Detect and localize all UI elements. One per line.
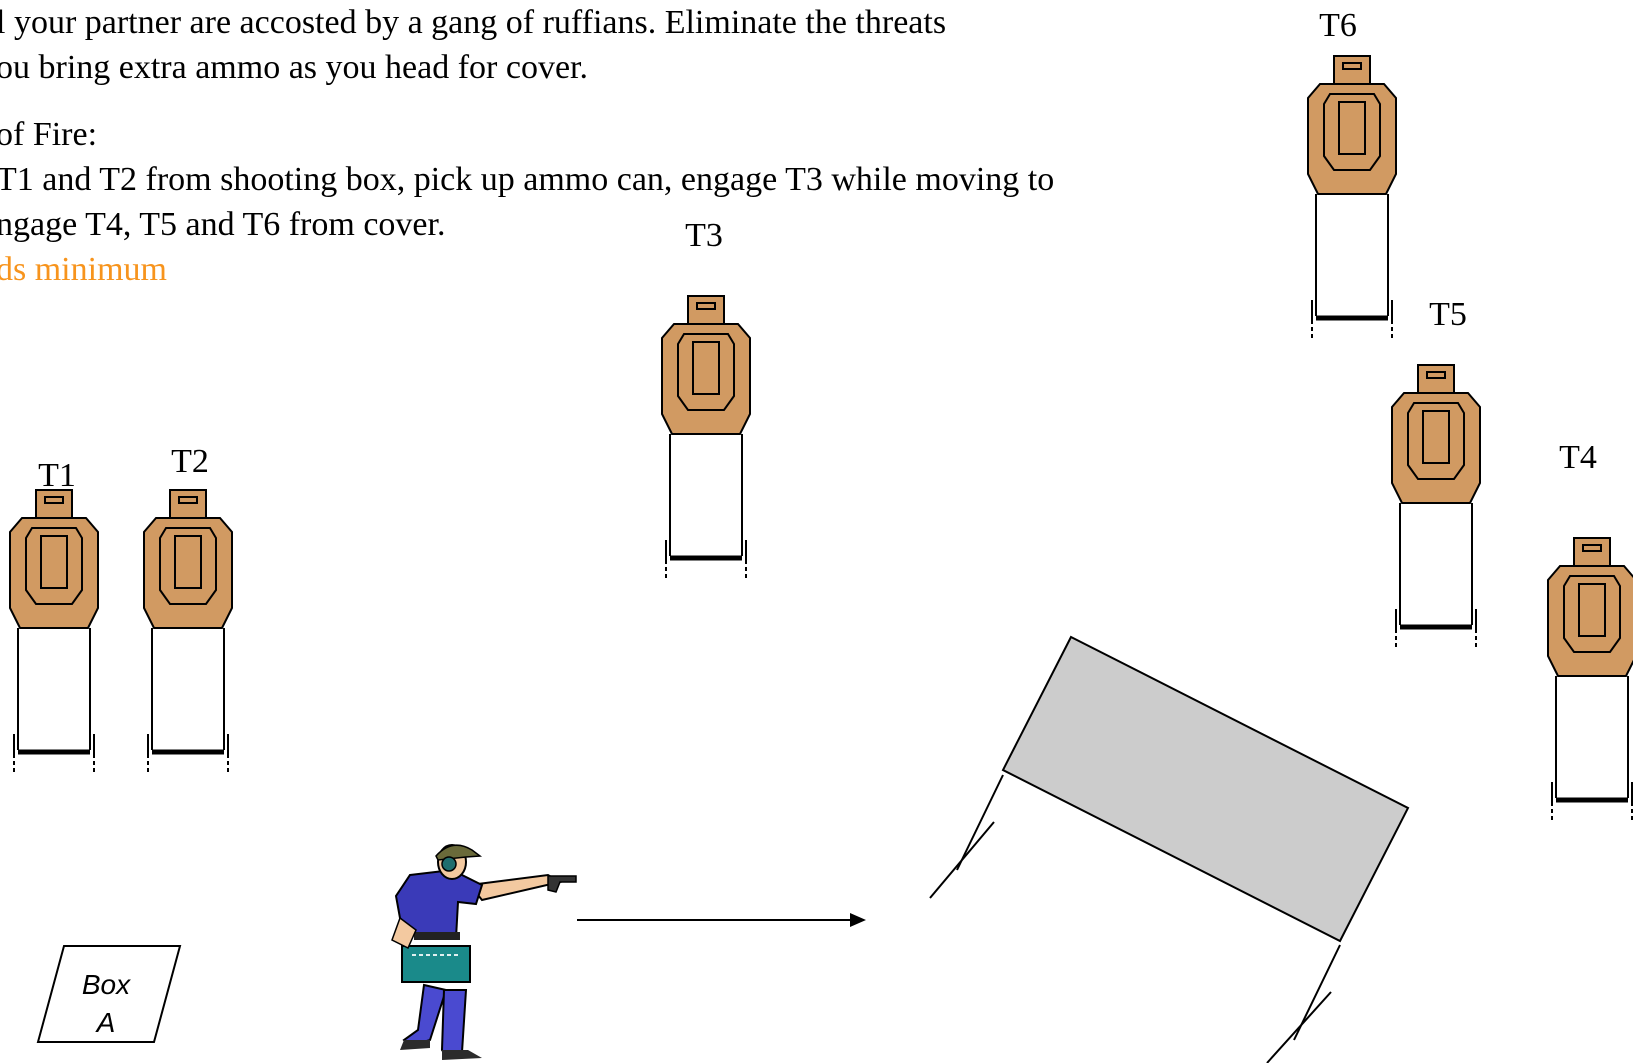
target-label-t3: T3	[685, 217, 723, 254]
target-label-t2: T2	[171, 443, 209, 480]
target-label-t5: T5	[1429, 296, 1467, 333]
ammo-can	[402, 946, 470, 982]
briefing-line-3: T1 and T2 from shooting box, pick up amm…	[0, 161, 1054, 198]
target-t6: T6	[1308, 7, 1396, 338]
target-label-t1: T1	[38, 457, 76, 494]
cover-barricade	[930, 637, 1408, 1063]
target-t4: T4	[1548, 439, 1633, 820]
target-label-t4: T4	[1559, 439, 1597, 476]
briefing-line-4: ngage T4, T5 and T6 from cover.	[0, 206, 445, 243]
movement-arrow	[577, 913, 866, 927]
briefing-line-1: l your partner are accosted by a gang of…	[0, 4, 946, 41]
target-t5: T5	[1392, 296, 1480, 647]
target-t1: T1	[10, 457, 98, 772]
target-t2: T2	[144, 443, 232, 772]
shooter-figure	[392, 845, 576, 1060]
target-label-t6: T6	[1319, 7, 1357, 44]
rounds-minimum-text: ds minimum	[0, 251, 167, 288]
course-of-fire-heading: of Fire:	[0, 116, 97, 153]
shooting-box-label-1: Box	[82, 969, 131, 1000]
briefing-line-2: ou bring extra ammo as you head for cove…	[0, 49, 588, 86]
shooting-box-a: Box A	[38, 946, 180, 1042]
target-t3: T3	[662, 217, 750, 578]
shooting-box-label-2: A	[95, 1007, 116, 1038]
